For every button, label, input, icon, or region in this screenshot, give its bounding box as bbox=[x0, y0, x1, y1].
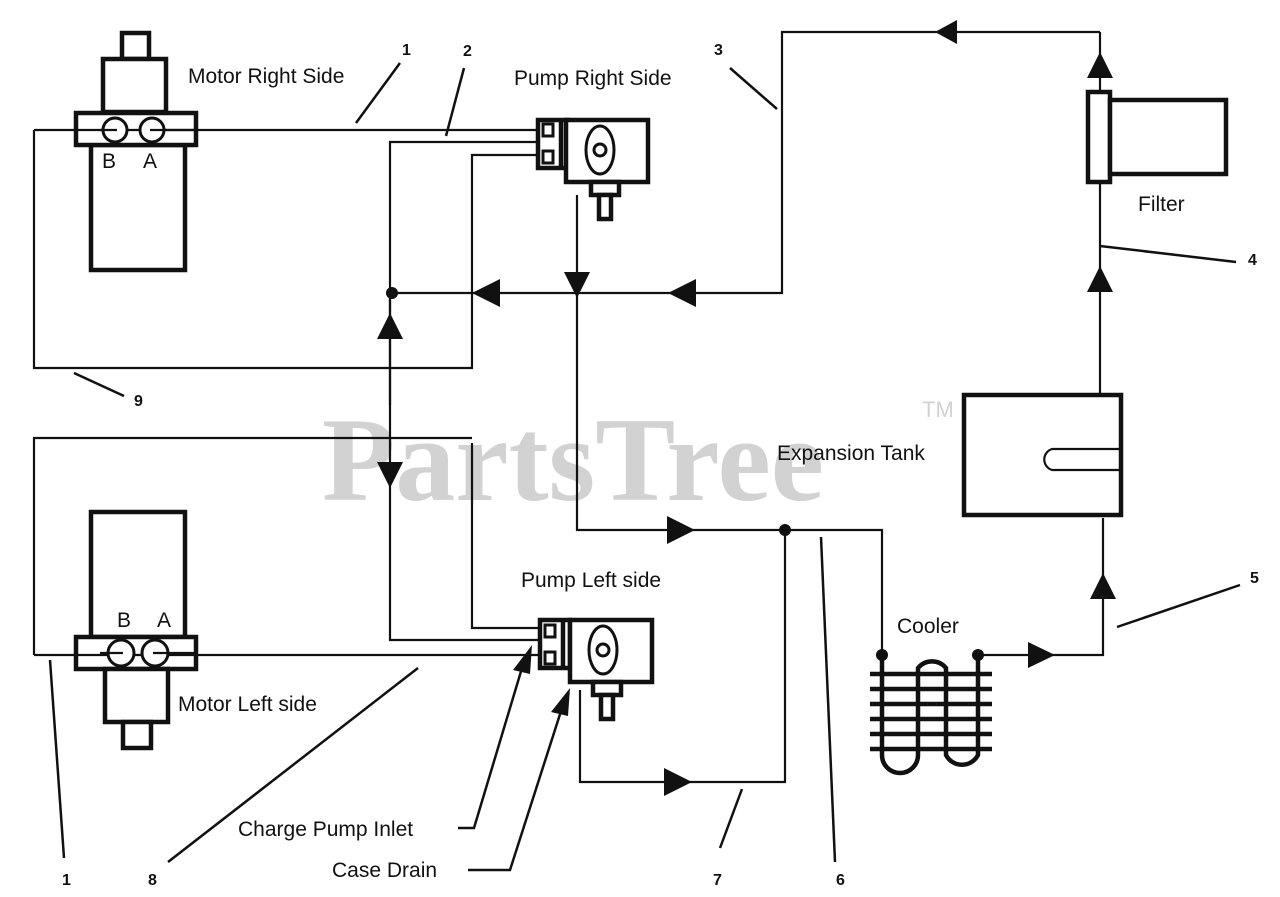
motor-right-shaft bbox=[119, 30, 152, 62]
arrow-right-icon bbox=[1028, 642, 1055, 668]
cooler-label: Cooler bbox=[897, 615, 959, 638]
ref-number: 4 bbox=[1248, 252, 1257, 269]
ref-number: 8 bbox=[148, 872, 157, 889]
reference-leaders bbox=[48, 62, 1241, 863]
arrow-up-icon bbox=[1087, 266, 1113, 292]
arrow-left-icon bbox=[472, 279, 500, 307]
filter-head bbox=[1085, 89, 1113, 185]
motor-right-port-b-label: B bbox=[102, 150, 116, 173]
trademark-mark: TM bbox=[922, 397, 954, 422]
hose-6 bbox=[575, 195, 884, 655]
arrow-pointer-icon bbox=[513, 645, 532, 674]
arrow-up-icon bbox=[377, 313, 403, 339]
motor-left: B A Motor Left side bbox=[73, 509, 317, 751]
charge-pump-inlet-label: Charge Pump Inlet bbox=[238, 818, 413, 841]
ref-number: 2 bbox=[463, 43, 472, 60]
hose-2 bbox=[388, 140, 538, 405]
motor-right-label: Motor Right Side bbox=[188, 65, 344, 88]
motor-left-label: Motor Left side bbox=[178, 693, 317, 716]
watermark: PartsTree TM bbox=[322, 393, 954, 526]
motor-right-port-a-label: A bbox=[143, 150, 157, 173]
arrow-right-icon bbox=[664, 768, 692, 796]
ref-number: 6 bbox=[836, 872, 845, 889]
motor-right: B A Motor Right Side bbox=[73, 30, 344, 273]
filter-canister bbox=[1107, 97, 1229, 177]
junction-dot bbox=[779, 524, 791, 536]
watermark-text: PartsTree bbox=[322, 393, 824, 526]
arrow-down-icon bbox=[564, 272, 590, 298]
ref-number: 1 bbox=[402, 42, 411, 59]
hose-5 bbox=[978, 518, 1105, 657]
hose-1-bottom bbox=[32, 436, 472, 655]
filter: Filter bbox=[1085, 89, 1229, 216]
pump-left: Pump Left side bbox=[521, 569, 661, 722]
pump-right-shaft bbox=[596, 192, 614, 222]
pump-left-shaft bbox=[598, 692, 616, 722]
arrow-left-icon bbox=[668, 279, 696, 307]
expansion-tank-body bbox=[961, 392, 1124, 518]
ref-number: 7 bbox=[713, 872, 722, 889]
callout-arrows: Charge Pump Inlet Case Drain bbox=[238, 645, 570, 882]
cooler-coil bbox=[879, 655, 981, 776]
expansion-tank: Expansion Tank bbox=[777, 392, 1124, 518]
ref-number: 5 bbox=[1250, 570, 1259, 587]
arrow-left-icon bbox=[935, 20, 957, 44]
reference-numbers: 1 2 3 4 5 6 7 8 9 1 bbox=[62, 42, 1259, 889]
hose-3 bbox=[390, 30, 1100, 295]
motor-left-shaft bbox=[120, 719, 154, 751]
arrow-up-icon bbox=[1087, 52, 1113, 78]
pump-left-label: Pump Left side bbox=[521, 569, 661, 592]
arrow-up-icon bbox=[1090, 573, 1116, 599]
motor-left-port-b-label: B bbox=[117, 609, 131, 632]
hose-1-top bbox=[32, 130, 538, 370]
motor-left-lower-body bbox=[102, 666, 171, 725]
cooler: Cooler bbox=[870, 615, 992, 776]
case-drain-label: Case Drain bbox=[332, 859, 437, 882]
hose-1-bottom-inner bbox=[470, 443, 538, 630]
motor-right-upper-body bbox=[100, 56, 169, 115]
arrow-pointer-icon bbox=[551, 688, 570, 716]
hose-8 bbox=[388, 293, 538, 642]
ref-number: 9 bbox=[134, 393, 143, 410]
motor-right-lower-body bbox=[88, 142, 188, 273]
arrow-down-icon bbox=[377, 462, 403, 488]
junction-dot bbox=[386, 287, 398, 299]
arrow-right-icon bbox=[667, 516, 695, 544]
expansion-tank-label: Expansion Tank bbox=[777, 442, 925, 465]
motor-left-upper-body bbox=[88, 509, 188, 640]
flow-arrows bbox=[377, 20, 1116, 796]
filter-label: Filter bbox=[1138, 193, 1185, 216]
ref-number: 1 bbox=[62, 872, 71, 889]
pump-right: Pump Right Side bbox=[514, 67, 672, 222]
pump-right-label: Pump Right Side bbox=[514, 67, 672, 90]
motor-left-port-a-label: A bbox=[157, 609, 171, 632]
expansion-tank-sight-tube bbox=[1043, 447, 1119, 472]
ref-number: 3 bbox=[714, 42, 723, 59]
